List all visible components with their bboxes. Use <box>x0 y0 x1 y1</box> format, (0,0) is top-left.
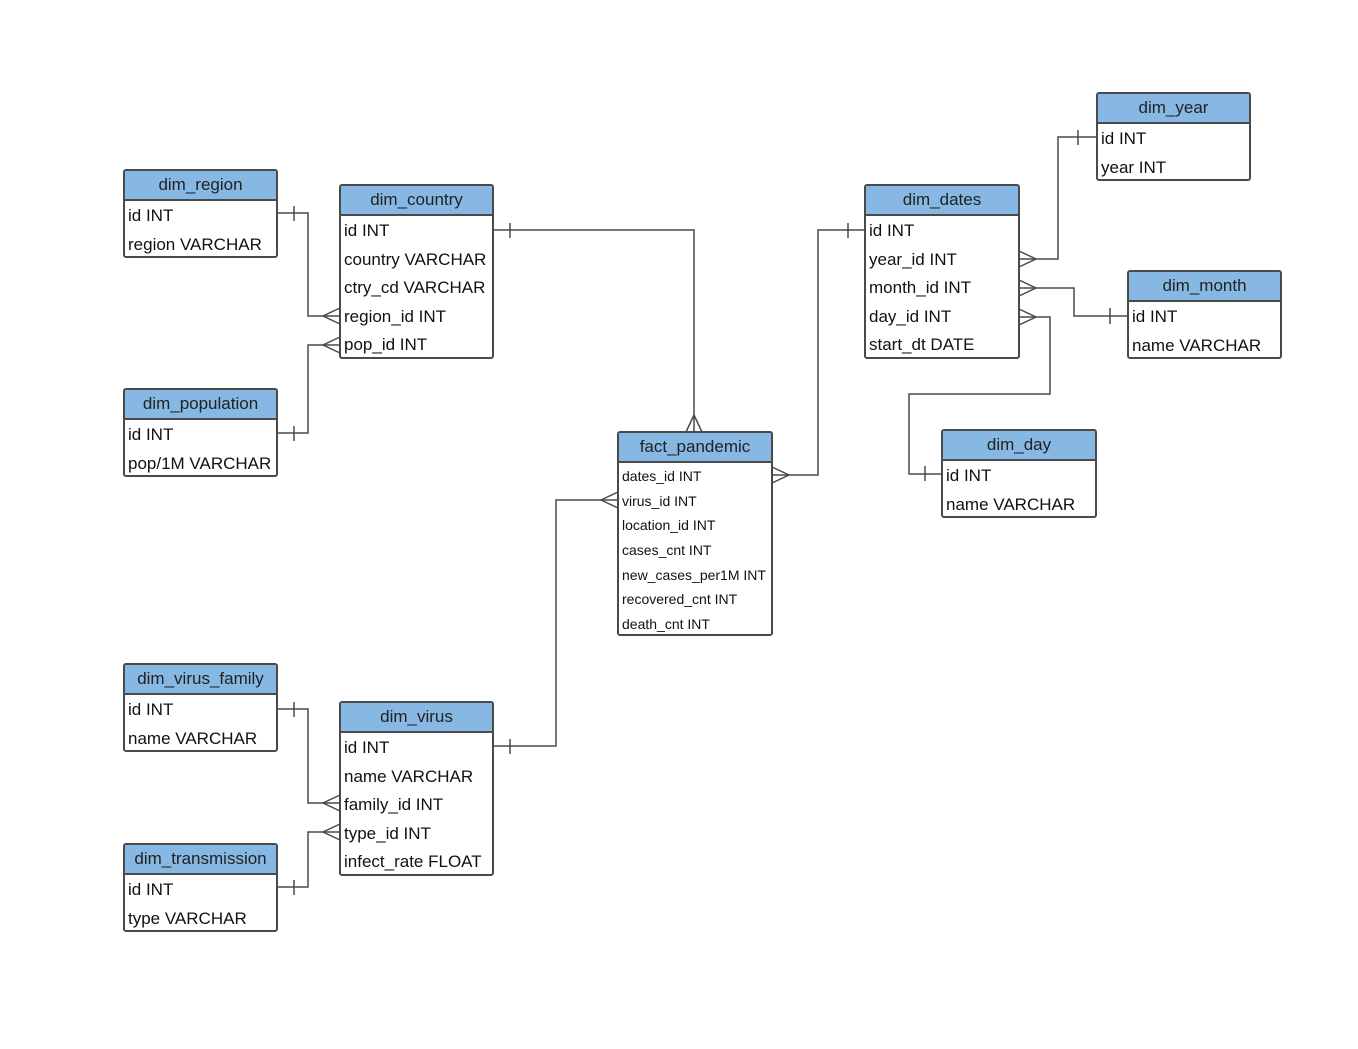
dim-virus-fields: id INT name VARCHAR family_id INT type_id I… <box>341 733 492 874</box>
rel-virus-fact <box>494 491 619 754</box>
fact-pandemic-field: location_id INT <box>622 517 716 534</box>
dim-country-field: region_id INT <box>344 306 447 326</box>
dim-region-fields: id INT region VARCHAR <box>125 201 276 256</box>
rel-country-fact <box>494 223 703 433</box>
dim-dates-field: month_id INT <box>869 278 972 298</box>
dim-country-field: id INT <box>344 221 390 240</box>
dim-transmission-field: type VARCHAR <box>128 908 247 928</box>
dim-dates-field: start_dt DATE <box>869 335 975 355</box>
dim-region-field: id INT <box>128 206 174 225</box>
dim-country-field: pop_id INT <box>344 335 428 355</box>
dim-day-title: dim_day <box>943 431 1095 461</box>
dim-virus-field: infect_rate FLOAT <box>344 852 482 872</box>
dim-virus-field: id INT <box>344 738 390 757</box>
fact-pandemic-field: virus_id INT <box>622 492 697 509</box>
dim-year-field: id INT <box>1101 129 1147 148</box>
fact-pandemic-fields: dates_id INT virus_id INT location_id INT c… <box>619 463 771 634</box>
dim-day-field: name VARCHAR <box>946 494 1076 514</box>
dim-population-fields: id INT pop/1M VARCHAR <box>125 420 276 475</box>
dim-population-field: id INT <box>128 425 174 444</box>
rel-transmission-virus <box>278 823 341 895</box>
dim-year-fields: id INT year INT <box>1098 124 1249 179</box>
dim-month-field: name VARCHAR <box>1132 335 1262 355</box>
dim-virus-family-field: name VARCHAR <box>128 728 258 748</box>
fact-pandemic-field: recovered_cnt INT <box>622 591 738 608</box>
dim-transmission-fields: id INT type VARCHAR <box>125 875 276 930</box>
rel-population-country <box>278 336 341 441</box>
fact-pandemic-field: cases_cnt INT <box>622 542 712 559</box>
rel-family-virus <box>278 702 341 812</box>
dim-year-title: dim_year <box>1098 94 1249 124</box>
fact-pandemic-title: fact_pandemic <box>619 433 771 463</box>
dim-day-field: id INT <box>946 466 992 485</box>
dim-dates-field: day_id INT <box>869 306 952 326</box>
dim-virus-family-field: id INT <box>128 700 174 719</box>
entity-fact-pandemic[interactable]: fact_pandemic dates_id INT virus_id INT loc… <box>617 431 773 636</box>
dim-dates-field: id INT <box>869 221 915 240</box>
dim-month-fields: id INT name VARCHAR <box>1129 302 1280 357</box>
rel-day-dates <box>908 308 1051 481</box>
dim-year-field: year INT <box>1101 157 1167 177</box>
dim-transmission-title: dim_transmission <box>125 845 276 875</box>
dim-dates-fields: id INT year_id INT month_id INT day_id INT s… <box>866 216 1018 357</box>
dim-dates-title: dim_dates <box>866 186 1018 216</box>
fact-pandemic-field: new_cases_per1M INT <box>622 566 766 583</box>
dim-region-title: dim_region <box>125 171 276 201</box>
fact-pandemic-field: death_cnt INT <box>622 616 710 633</box>
dim-region-field: region VARCHAR <box>128 234 262 254</box>
rel-dates-fact <box>771 223 865 484</box>
rel-region-country <box>278 206 341 325</box>
fact-pandemic-field: dates_id INT <box>622 468 702 484</box>
dim-country-fields: id INT country VARCHAR ctry_cd VARCHAR regi… <box>341 216 492 357</box>
dim-country-field: ctry_cd VARCHAR <box>344 278 486 298</box>
dim-dates-field: year_id INT <box>869 249 957 269</box>
dim-population-title: dim_population <box>125 390 276 420</box>
dim-population-field: pop/1M VARCHAR <box>128 453 272 473</box>
rel-month-dates <box>1018 279 1128 324</box>
dim-day-fields: id INT name VARCHAR <box>943 461 1095 516</box>
dim-country-field: country VARCHAR <box>344 249 487 269</box>
dim-virus-title: dim_virus <box>341 703 492 733</box>
dim-virus-field: name VARCHAR <box>344 766 474 786</box>
dim-virus-family-title: dim_virus_family <box>125 665 276 695</box>
dim-month-field: id INT <box>1132 307 1178 326</box>
dim-virus-family-fields: id INT name VARCHAR <box>125 695 276 750</box>
dim-virus-field: family_id INT <box>344 795 444 815</box>
rel-year-dates <box>1018 130 1097 268</box>
dim-transmission-field: id INT <box>128 880 174 899</box>
dim-country-title: dim_country <box>341 186 492 216</box>
dim-month-title: dim_month <box>1129 272 1280 302</box>
dim-virus-field: type_id INT <box>344 823 431 843</box>
